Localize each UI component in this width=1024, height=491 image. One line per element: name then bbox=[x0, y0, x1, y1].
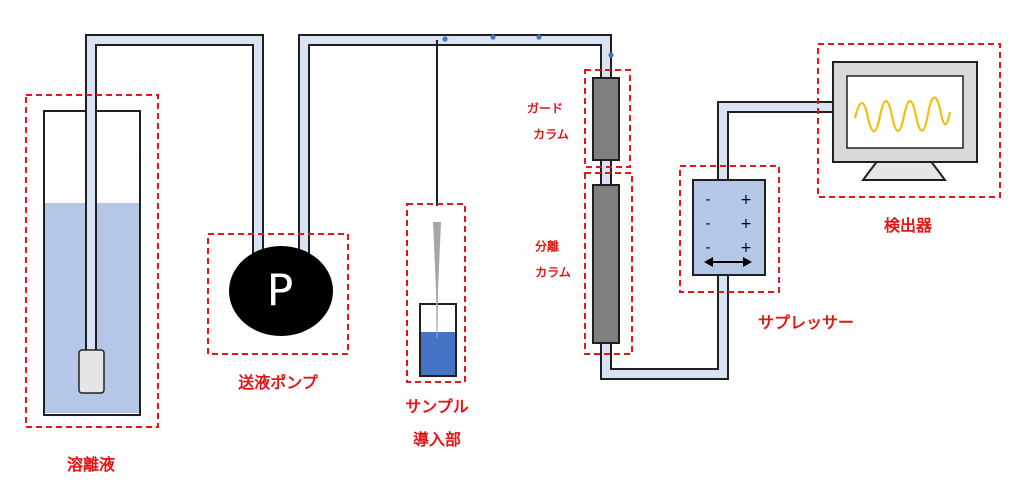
suppressor-arrow-left-head bbox=[704, 257, 713, 267]
tube-column-to-suppressor bbox=[602, 275, 727, 378]
bubble bbox=[608, 52, 614, 58]
suppressor-body bbox=[692, 179, 766, 276]
bubble bbox=[536, 34, 542, 40]
guard-column bbox=[592, 77, 620, 161]
pump-body bbox=[229, 246, 333, 336]
separation-column-label-line2: カラム bbox=[535, 265, 571, 280]
suppressor-plus-sign: + bbox=[740, 240, 752, 256]
detector-label: 検出器 bbox=[883, 216, 933, 235]
sample-liquid bbox=[420, 332, 456, 375]
signal-wave bbox=[853, 96, 952, 133]
tube-eluent-to-pump bbox=[87, 36, 262, 352]
tube-pump-to-column bbox=[300, 36, 610, 262]
separation-column-label-line1: 分離 bbox=[534, 239, 560, 254]
tube-suppressor-to-detector bbox=[719, 103, 835, 180]
suction-filter bbox=[78, 349, 105, 394]
sample-injector bbox=[419, 40, 457, 377]
suppressor: - - - + + + bbox=[692, 179, 766, 276]
eluent-label: 溶離液 bbox=[66, 455, 116, 474]
sample-label-line2: 導入部 bbox=[412, 430, 462, 449]
suppressor-arrow-right-head bbox=[743, 257, 752, 267]
suppressor-label: サプレッサー bbox=[757, 313, 855, 332]
pump-label: 送液ポンプ bbox=[238, 373, 318, 392]
guard-column-dashed-box bbox=[584, 69, 631, 168]
sample-vial bbox=[419, 303, 457, 377]
bubbles bbox=[442, 34, 614, 58]
suppressor-minus-sign: - bbox=[705, 240, 710, 256]
suppressor-plus-sign: + bbox=[740, 192, 752, 208]
suppressor-minus-sign: - bbox=[705, 216, 710, 232]
sample-dashed-box bbox=[406, 203, 466, 383]
dashed-boxes bbox=[25, 43, 1001, 428]
bubble bbox=[442, 36, 448, 42]
tube-pump-to-column-outline bbox=[298, 34, 612, 262]
detector-dashed-box bbox=[817, 43, 1001, 198]
pump-letter: P bbox=[266, 265, 294, 317]
suppressor-minus-sign: - bbox=[705, 192, 710, 208]
bubble bbox=[490, 34, 496, 40]
pump-dashed-box bbox=[207, 233, 349, 355]
tubing bbox=[85, 34, 835, 380]
suppressor-plus-sign: + bbox=[740, 216, 752, 232]
needle-tip bbox=[436, 288, 438, 338]
suppressor-dashed-box bbox=[679, 165, 780, 293]
separation-column bbox=[592, 184, 620, 344]
tube-column-to-suppressor-outline bbox=[600, 275, 729, 380]
separation-column-dashed-box bbox=[584, 172, 633, 355]
sample-label-line1: サンプル bbox=[405, 397, 469, 416]
injection-needle bbox=[433, 222, 441, 290]
guard-column-label-line1: ガード bbox=[526, 101, 564, 116]
detector-monitor bbox=[832, 61, 978, 181]
eluent-dashed-box bbox=[25, 94, 159, 428]
guard-column-label-line2: カラム bbox=[533, 127, 569, 142]
